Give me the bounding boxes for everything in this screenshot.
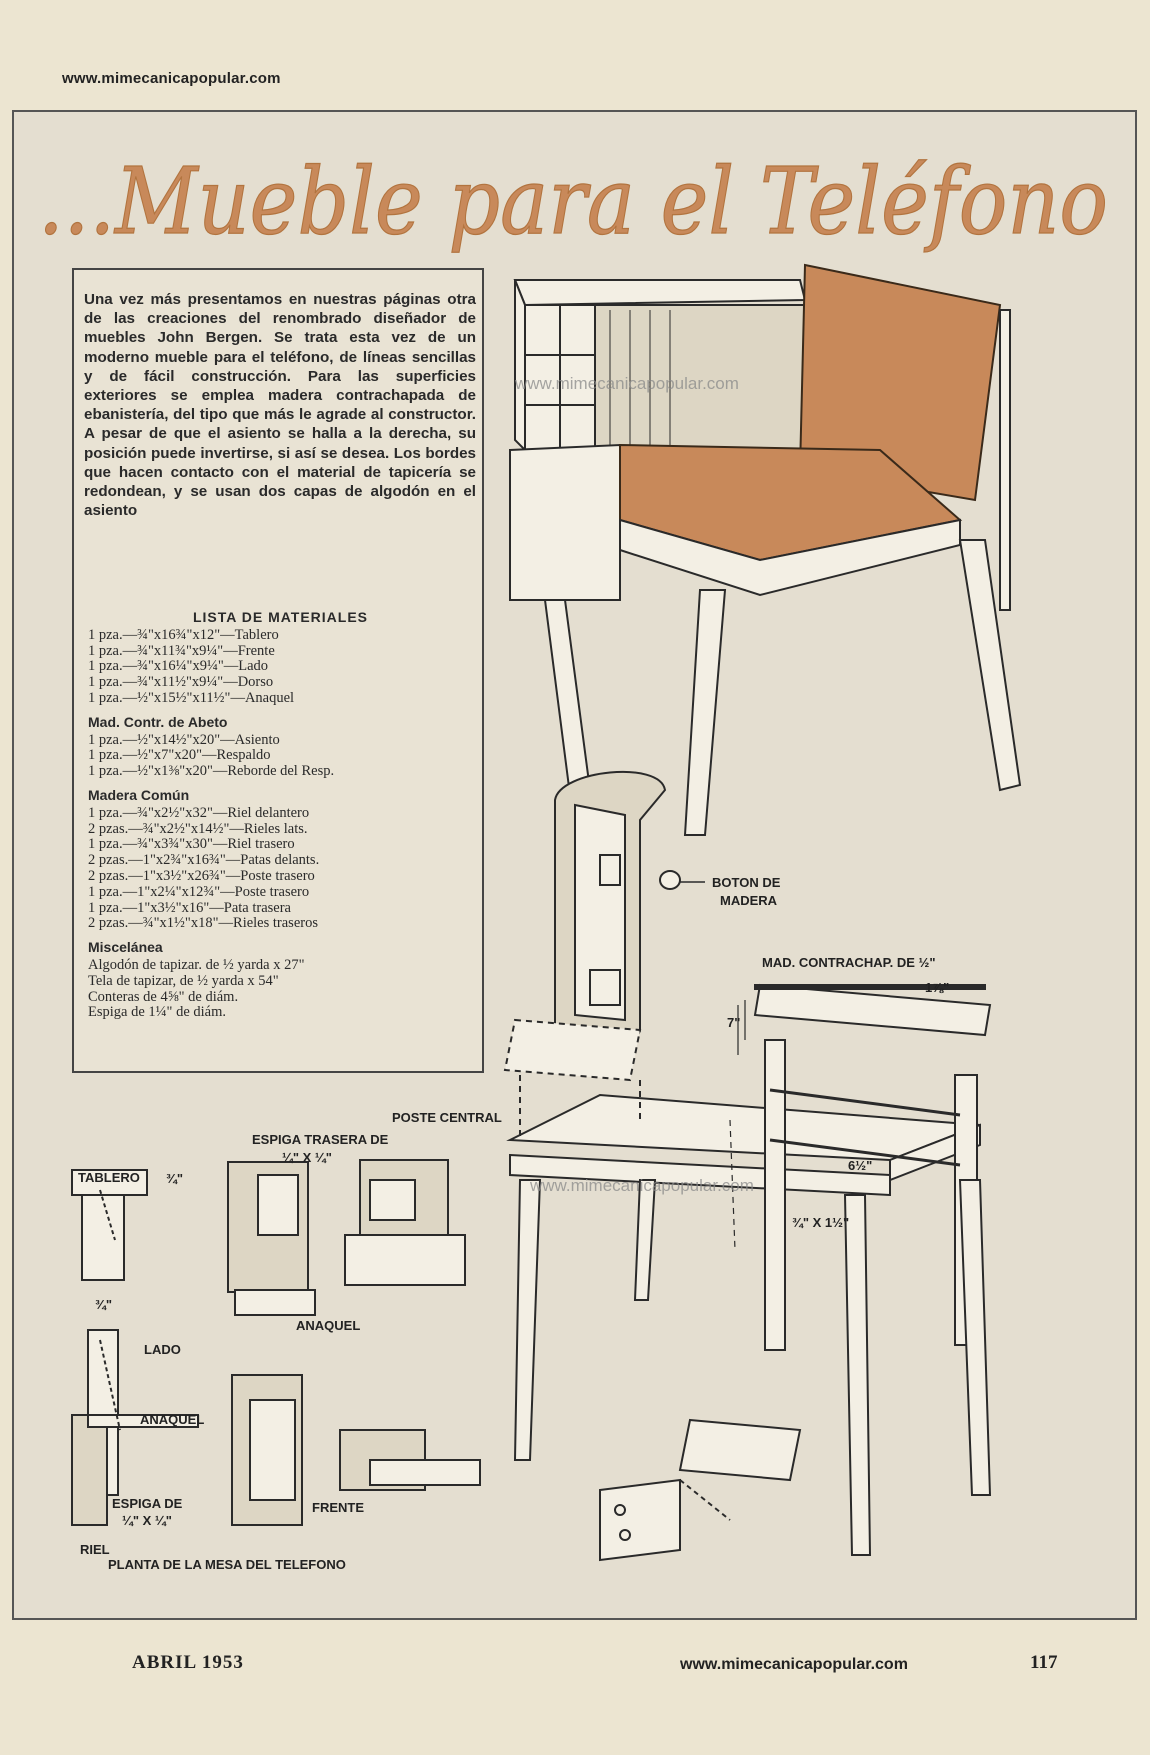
mat-g4-3: Espiga de 1¼" de diám. [88, 1004, 226, 1021]
back-cushion-detail [554, 770, 705, 1043]
exploded-frame-illustration [503, 983, 992, 1562]
mat-group3-title: Madera Común [88, 786, 190, 803]
header-site-url[interactable]: www.mimecanicapopular.com [62, 70, 281, 87]
label-anaquel-top: ANAQUEL [296, 1318, 361, 1333]
article-title: ...Mueble para el Teléfono [37, 147, 1108, 255]
mat-g3-0: 1 pza.—¾"x2½"x32"—Riel delantero [88, 804, 310, 821]
intro-box [72, 268, 484, 1073]
label-dim-3-4b: ¾" [95, 1297, 113, 1312]
intro-text: Una vez más presentamos en nuestras pági… [84, 291, 476, 520]
mat-g3-2: 1 pza.—¾"x3¾"x30"—Riel trasero [88, 836, 295, 853]
label-dim-7: 7" [727, 1015, 741, 1030]
mat-g2-1: 1 pza.—½"x7"x20"—Respaldo [88, 747, 271, 764]
footer-site-url[interactable]: www.mimecanicapopular.com [680, 1656, 908, 1673]
title-text: ...Mueble para el Teléfono [38, 148, 1108, 255]
mat-g3-6: 1 pza.—1"x3½"x16"—Pata trasera [88, 899, 291, 916]
finished-bench-illustration [509, 263, 1022, 836]
mat-g4-2: Conteras de 4⅝" de diám. [88, 988, 239, 1005]
mat-g3-5: 1 pza.—1"x2¼"x12¾"—Poste trasero [88, 883, 310, 900]
mat-g1-2: 1 pza.—¾"x16¼"x9¼"—Lado [88, 658, 269, 675]
label-madera: MADERA [720, 893, 778, 908]
mat-g2-2: 1 pza.—½"x1⅜"x20"—Reborde del Resp. [88, 763, 335, 780]
watermark-bottom: www.mimecanicapopular.com [530, 1176, 754, 1195]
label-espiga-trasera: ESPIGA TRASERA DE [252, 1132, 389, 1147]
mat-group4-title: Miscelánea [88, 939, 163, 956]
mat-g1-3: 1 pza.—¾"x11½"x9¼"—Dorso [88, 674, 274, 691]
materials-list: LISTA DE MATERIALES 1 pza.—¾"x16¾"x12"—T… [88, 609, 473, 1021]
mat-g4-1: Tela de tapizar, de ½ yarda x 54" [88, 972, 279, 989]
mat-g4-0: Algodón de tapizar. de ½ yarda x 27" [88, 956, 305, 973]
label-poste-central: POSTE CENTRAL [392, 1110, 502, 1125]
label-dim-3-4x1-1-2: ¾" X 1½" [792, 1215, 850, 1230]
label-planta: PLANTA DE LA MESA DEL TELEFONO [108, 1557, 346, 1572]
joinery-details [71, 1159, 481, 1526]
mat-g1-1: 1 pza.—¾"x11¾"x9¼"—Frente [88, 642, 275, 659]
label-riel: RIEL [80, 1542, 110, 1557]
label-anaquel: ANAQUEL [140, 1412, 205, 1427]
materials-title: LISTA DE MATERIALES [192, 609, 369, 625]
mat-g3-1: 2 pzas.—¾"x2½"x14½"—Rieles lats. [88, 820, 308, 837]
label-mad-contrachap: MAD. CONTRACHAP. DE ½" [762, 955, 936, 970]
label-espiga-de-dim: ¼" X ¼" [122, 1513, 172, 1528]
label-lado: LADO [144, 1342, 181, 1357]
label-dim-6-1-2: 6½" [848, 1158, 873, 1173]
mat-g3-7: 2 pzas.—¾"x1½"x18"—Rieles traseros [88, 915, 318, 932]
label-dim-3-4a: ¾" [166, 1171, 184, 1186]
footer-date: ABRIL 1953 [132, 1652, 244, 1673]
mat-g1-0: 1 pza.—¾"x16¾"x12"—Tablero [88, 626, 279, 643]
label-dim-1-7-8: 1⅞" [925, 980, 950, 995]
mat-g1-4: 1 pza.—½"x15½"x11½"—Anaquel [88, 689, 295, 706]
label-espiga-de: ESPIGA DE [112, 1496, 183, 1511]
label-espiga-trasera-dim: ¼" X ¼" [282, 1150, 332, 1165]
label-frente: FRENTE [312, 1500, 364, 1515]
watermark-top: www.mimecanicapopular.com [515, 374, 739, 393]
mat-g3-3: 2 pzas.—1"x2¾"x16¾"—Patas delants. [88, 852, 320, 869]
page-number: 117 [1030, 1652, 1058, 1673]
mat-g2-0: 1 pza.—½"x14½"x20"—Asiento [88, 731, 280, 748]
mat-group2-title: Mad. Contr. de Abeto [88, 713, 228, 730]
label-boton: BOTON DE [712, 875, 781, 890]
label-tablero: TABLERO [78, 1170, 140, 1185]
mat-g3-4: 2 pzas.—1"x3½"x26¾"—Poste trasero [88, 867, 315, 884]
